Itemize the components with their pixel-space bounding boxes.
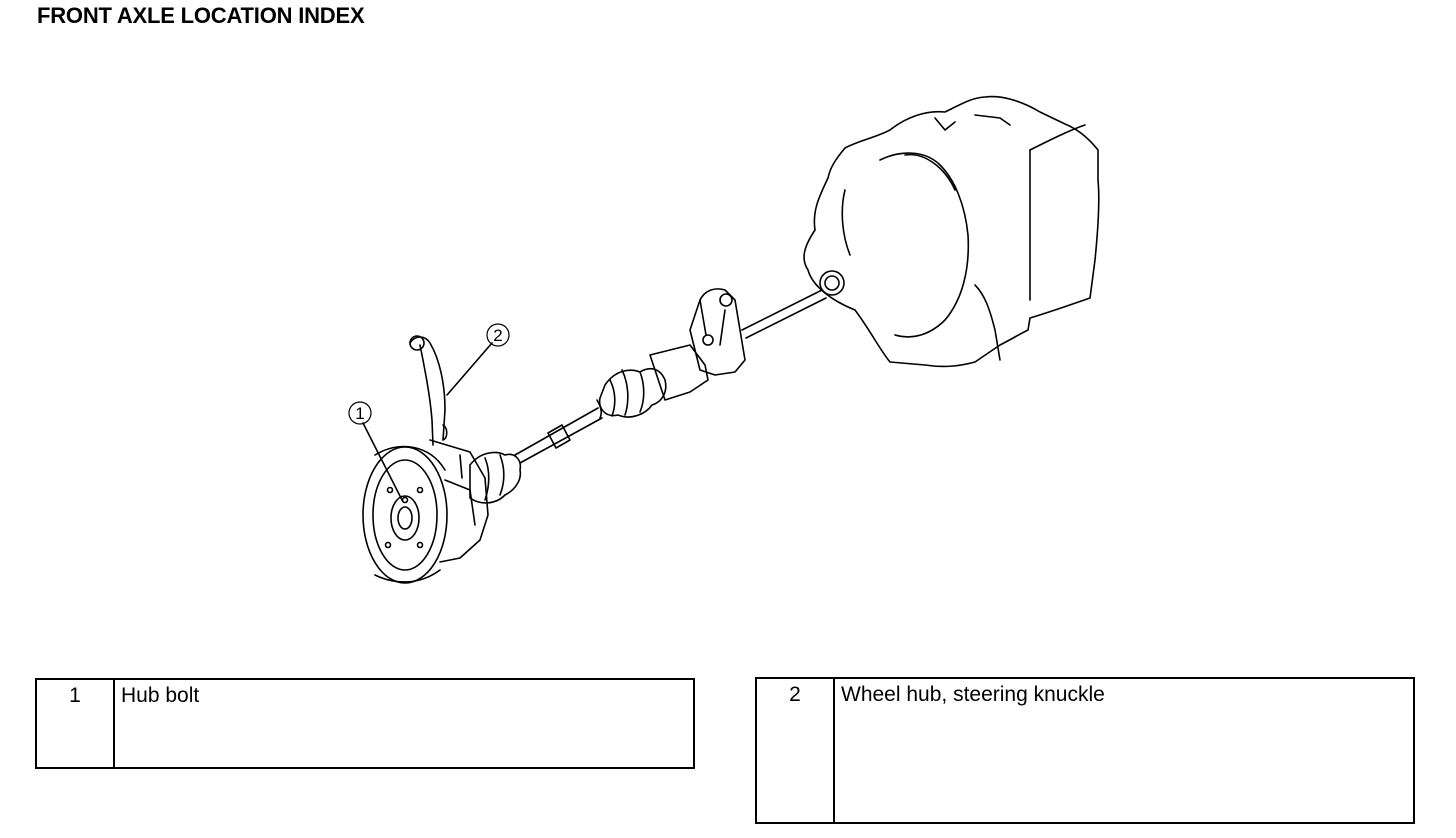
transaxle-housing — [803, 95, 1100, 368]
callout-1-number: 1 — [355, 404, 364, 423]
wheel-hub — [362, 445, 448, 584]
callout-1 — [348, 401, 372, 425]
callout-2 — [486, 323, 510, 347]
outer-cv-joint — [469, 451, 522, 504]
drive-shaft — [514, 407, 603, 464]
legend-table-1: 1 Hub bolt — [35, 678, 695, 769]
front-axle-diagram: 1 2 — [348, 95, 1100, 584]
legend-table-2: 2 Wheel hub, steering knuckle — [755, 677, 1415, 824]
callout-2-number: 2 — [493, 326, 502, 345]
intermediate-shaft — [741, 289, 827, 339]
legend-number: 2 — [755, 677, 835, 824]
legend-number: 1 — [35, 678, 115, 769]
inner-cv-joint — [596, 344, 709, 419]
legend-row: 1 Hub bolt — [35, 678, 695, 769]
bearing-bracket — [689, 288, 746, 376]
legend-label: Wheel hub, steering knuckle — [833, 677, 1415, 824]
legend-label: Hub bolt — [113, 678, 695, 769]
legend-row: 2 Wheel hub, steering knuckle — [755, 677, 1415, 824]
page-title: FRONT AXLE LOCATION INDEX — [37, 3, 365, 28]
steering-knuckle — [409, 335, 489, 563]
callout-leaders — [362, 342, 493, 501]
